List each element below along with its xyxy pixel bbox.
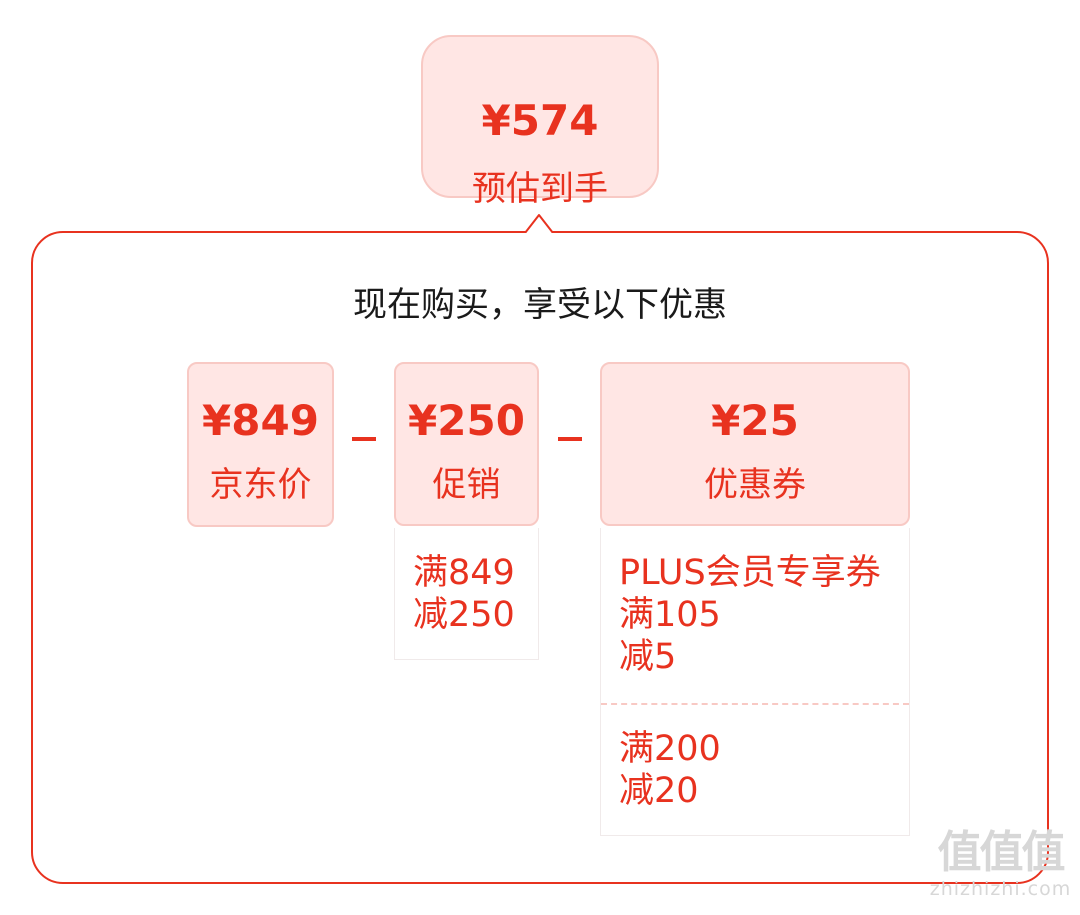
coupon-detail-item: PLUS会员专享券 满105 减5 xyxy=(619,553,881,677)
jd-price-card: ¥849 京东价 xyxy=(187,362,334,527)
estimated-price-card: ¥574 预估到手 xyxy=(421,35,659,209)
popup-pointer xyxy=(513,214,565,235)
promotion-card: ¥250 促销 xyxy=(394,362,539,526)
coupon-card: ¥25 优惠券 xyxy=(600,362,910,526)
popup-headline: 现在购买，享受以下优惠 xyxy=(353,285,727,325)
estimated-price-label: 预估到手 xyxy=(472,169,608,209)
watermark-site-text: zhizhizhi.com xyxy=(929,878,1072,900)
minus-operator xyxy=(558,437,582,441)
promotion-detail-text: 满849 减250 xyxy=(413,553,515,635)
jd-price-label: 京东价 xyxy=(209,465,312,505)
minus-operator xyxy=(352,437,376,441)
estimated-price-amount: ¥574 xyxy=(481,96,599,145)
dashed-divider xyxy=(601,703,909,705)
coupon-detail-item: 满200 减20 xyxy=(619,729,721,811)
promotion-label: 促销 xyxy=(432,465,501,505)
promotion-detail-panel: 满849 减250 xyxy=(394,528,539,660)
coupon-label: 优惠券 xyxy=(704,465,806,505)
watermark-logo: 值值值 xyxy=(937,827,1066,878)
coupon-amount: ¥25 xyxy=(711,396,799,445)
site-watermark: 值值值 zhizhizhi.com xyxy=(928,828,1073,908)
coupon-detail-panel: PLUS会员专享券 满105 减5 满200 减20 xyxy=(600,528,910,836)
promotion-amount: ¥250 xyxy=(408,396,525,445)
jd-price-amount: ¥849 xyxy=(202,396,319,445)
